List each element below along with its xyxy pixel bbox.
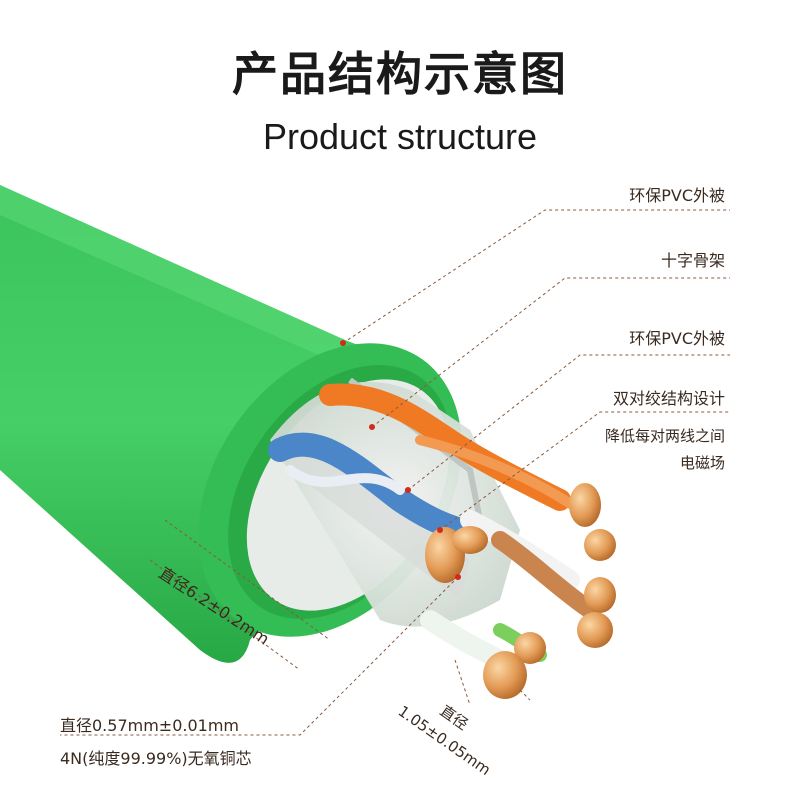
label-inner-jacket: 环保PVC外被 [629, 329, 725, 348]
label-twisted-pair-desc-2: 电磁场 [679, 454, 725, 472]
label-cross-skeleton: 十字骨架 [660, 251, 725, 270]
leader-lines [60, 209, 730, 736]
copper-conductors [425, 483, 616, 699]
label-conductor-diameter: 直径0.57mm±0.01mm [60, 716, 240, 735]
label-conductor-material: 4N(纯度99.99%)无氧铜芯 [60, 749, 252, 768]
page-title: 产品结构示意图 [232, 47, 568, 101]
marker-dots [340, 340, 461, 580]
page-subtitle: Product structure [262, 116, 538, 157]
label-twisted-pair-desc-1: 降低每对两线之间 [604, 427, 725, 445]
label-twisted-pair: 双对绞结构设计 [612, 389, 725, 408]
label-outer-jacket: 环保PVC外被 [629, 186, 725, 205]
